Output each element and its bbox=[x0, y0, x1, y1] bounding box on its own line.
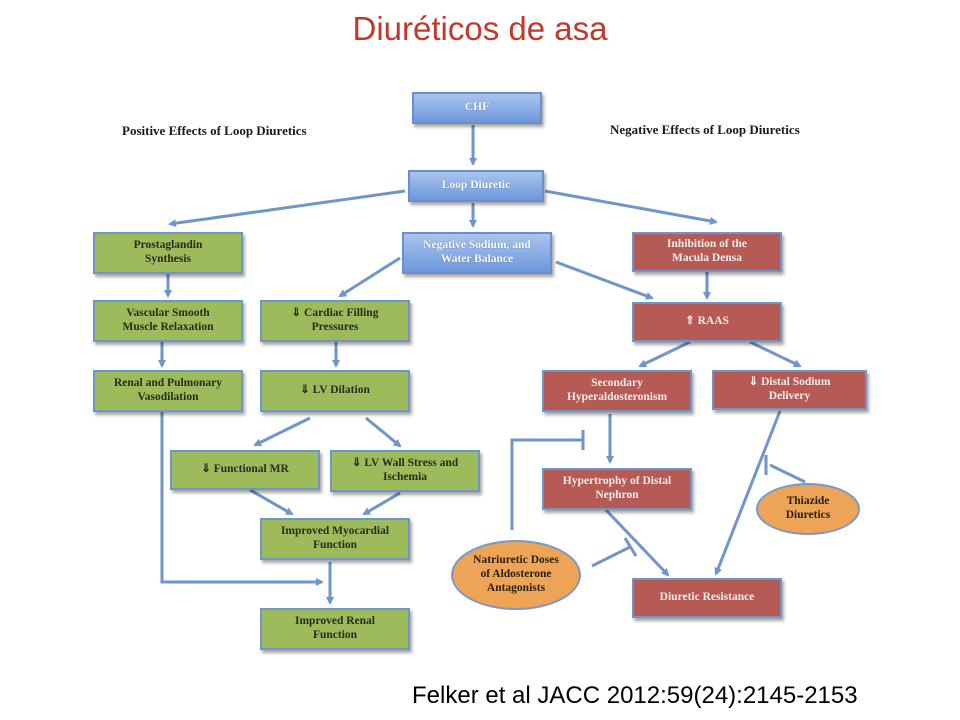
node-cardiac-filling: ⇓ Cardiac Filling Pressures bbox=[260, 300, 410, 342]
arrow-mr-myocardial bbox=[249, 488, 294, 516]
arrow-wall-myocardial bbox=[362, 491, 401, 516]
node-negative-sodium: Negative Sodium, and Water Balance bbox=[402, 232, 552, 274]
arrow-sodium-raas bbox=[555, 260, 654, 300]
arrow-loop-prostaglandin bbox=[168, 189, 406, 228]
node-functional-mr: ⇓ Functional MR bbox=[170, 450, 320, 490]
arrow-raas-distal bbox=[749, 340, 802, 368]
node-hypertrophy: Hypertrophy of Distal Nephron bbox=[542, 468, 692, 510]
node-improved-renal: Improved Renal Function bbox=[260, 608, 410, 650]
arrow-distal-resistance bbox=[714, 410, 782, 576]
inhibit-natriuretic-hyperaldo bbox=[510, 438, 583, 530]
node-lv-dilation: ⇓ LV Dilation bbox=[260, 370, 410, 412]
oval-thiazide: Thiazide Diuretics bbox=[756, 483, 860, 535]
arrow-loop-macula bbox=[544, 189, 718, 225]
node-improved-myocardial: Improved Myocardial Function bbox=[260, 518, 410, 560]
inhibit-natriuretic-resistance bbox=[591, 545, 631, 568]
arrow-lv-wall bbox=[365, 416, 402, 448]
node-loop-diuretic: Loop Diuretic bbox=[408, 170, 544, 202]
positive-effects-heading: Positive Effects of Loop Diuretics bbox=[122, 123, 307, 138]
inhibit-thiazide-distal bbox=[769, 463, 806, 484]
node-distal-sodium: ⇓ Distal Sodium Delivery bbox=[712, 370, 867, 410]
node-raas: ⇑ RAAS bbox=[632, 302, 782, 342]
node-renal-pulmonary: Renal and Pulmonary Vasodilation bbox=[93, 370, 243, 412]
slide-title: Diuréticos de asa bbox=[352, 10, 608, 47]
oval-natriuretic: Natriuretic Doses of Aldosterone Antagon… bbox=[451, 540, 581, 610]
node-chf: CHF bbox=[412, 92, 542, 124]
arrow-sodium-filling bbox=[338, 256, 401, 298]
node-vascular-relaxation: Vascular Smooth Muscle Relaxation bbox=[93, 300, 243, 342]
node-lv-wall-stress: ⇓ LV Wall Stress and Ischemia bbox=[330, 450, 480, 492]
node-hyperaldosteronism: Secondary Hyperaldosteronism bbox=[542, 370, 692, 412]
node-macula-densa: Inhibition of the Macula Densa bbox=[632, 232, 782, 272]
arrow-hypertrophy-resistance bbox=[604, 508, 670, 577]
node-diuretic-resistance: Diuretic Resistance bbox=[632, 578, 782, 618]
node-prostaglandin: Prostaglandin Synthesis bbox=[93, 232, 243, 274]
arrow-lv-mr bbox=[253, 416, 311, 447]
arrow-raas-hyperaldo bbox=[638, 340, 691, 368]
arrow-vasodilation-renalfunction bbox=[160, 412, 324, 586]
citation: Felker et al JACC 2012:59(24):2145-2153 bbox=[412, 682, 858, 709]
negative-effects-heading: Negative Effects of Loop Diuretics bbox=[610, 122, 800, 137]
